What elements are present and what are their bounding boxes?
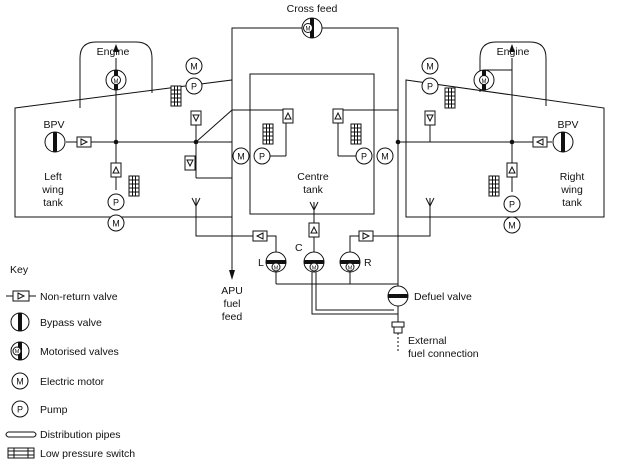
key-pump-icon <box>11 400 29 418</box>
svg-text:M: M <box>114 79 119 85</box>
right-wing-tank <box>405 41 605 218</box>
apu-label-2: fuel <box>224 298 241 310</box>
right-tank-label-1: Right <box>560 171 585 183</box>
centre-left-pump-icon <box>253 147 271 165</box>
centre-tank-pipes <box>232 109 398 142</box>
defuel-valve-label: Defuel valve <box>414 291 472 303</box>
cross-feed-valve-icon: M <box>301 17 323 39</box>
left-bpv-non-return-valve-icon <box>76 136 92 148</box>
key-item-7: Low pressure switch <box>40 448 135 460</box>
svg-text:M: M <box>274 265 279 271</box>
external-connection-icon <box>391 321 405 352</box>
right-upper-nrv-icon <box>424 110 436 126</box>
key-nrv-icon <box>6 290 36 302</box>
external-label-2: fuel connection <box>408 348 479 360</box>
centre-right-pump-icon <box>355 147 373 165</box>
bottom-left-nrv-icon <box>252 230 268 242</box>
right-engine-motorised-valve-icon: M <box>473 69 495 91</box>
key-item-5: Pump <box>40 404 68 416</box>
cross-feed-pipe <box>195 27 399 143</box>
centre-right-lps-icon <box>350 123 362 145</box>
valve-R-label: R <box>364 257 372 269</box>
left-tank-label-3: tank <box>43 197 64 209</box>
apu-feed-pipe <box>229 178 235 280</box>
key-legend: Key Non-return valve Bypass valve M Moto… <box>5 264 135 460</box>
svg-text:M: M <box>348 265 353 271</box>
right-upper-lps-icon <box>444 87 456 109</box>
centre-left-nrv-icon <box>282 108 294 124</box>
centre-left-motor-icon <box>232 147 250 165</box>
left-tank-label-2: wing <box>41 184 64 196</box>
right-bypass-valve-icon <box>552 131 574 153</box>
right-upper-motor-icon <box>421 57 439 75</box>
right-lower-motor-icon <box>503 216 521 234</box>
left-upper-motor-icon <box>185 57 203 75</box>
svg-text:M: M <box>306 27 311 33</box>
key-distribution-pipes-icon <box>5 431 37 438</box>
centre-right-motor-icon <box>376 147 394 165</box>
left-lower-lps-icon <box>128 175 140 197</box>
left-tank-label-1: Left <box>44 171 62 183</box>
valve-R-icon: M <box>339 251 361 273</box>
valve-L-label: L <box>258 257 264 269</box>
right-tank-label-2: wing <box>560 184 583 196</box>
left-bypass-valve-icon <box>44 131 66 153</box>
left-lower-nrv-icon <box>110 162 122 178</box>
bottom-right-nrv-icon <box>358 230 374 242</box>
inlet-left <box>191 197 201 208</box>
right-lower-lps-icon <box>488 175 500 197</box>
external-label-1: External <box>408 335 447 347</box>
inlet-right <box>425 197 435 208</box>
key-title: Key <box>10 264 29 276</box>
valve-C-icon: M <box>303 251 325 273</box>
left-upper-pump-icon <box>185 77 203 95</box>
left-lower-pump-icon <box>107 193 125 211</box>
apu-label-3: feed <box>222 311 243 323</box>
bpv-right-label: BPV <box>557 119 578 131</box>
left-upper-nrv-icon <box>190 110 202 126</box>
right-bpv-non-return-valve-icon <box>532 136 548 148</box>
key-motor-icon <box>11 372 29 390</box>
defuel-valve-icon <box>387 285 409 307</box>
valve-C-label: C <box>295 242 303 254</box>
centre-tank-label-1: Centre <box>297 171 329 183</box>
key-motorised-valve-icon: M <box>10 341 30 361</box>
centre-tank-label-2: tank <box>303 184 324 196</box>
centre-tank <box>249 73 375 215</box>
bpv-left-label: BPV <box>43 119 64 131</box>
key-item-4: Electric motor <box>40 376 105 388</box>
svg-text:M: M <box>482 79 487 85</box>
left-engine-feed <box>66 44 232 190</box>
apu-label-1: APU <box>221 285 243 297</box>
left-apu-nrv-icon <box>184 155 196 171</box>
valve-L-icon: M <box>265 251 287 273</box>
right-upper-pump-icon <box>421 77 439 95</box>
bottom-centre-nrv-icon <box>308 222 320 238</box>
svg-text:M: M <box>15 349 20 355</box>
key-item-6: Distribution pipes <box>40 429 121 441</box>
key-item-1: Non-return valve <box>40 291 118 303</box>
centre-left-lps-icon <box>262 123 274 145</box>
key-bypass-valve-icon <box>10 312 30 332</box>
key-item-2: Bypass valve <box>40 317 102 329</box>
left-upper-lps-icon <box>170 85 182 107</box>
engine-left-label: Engine <box>97 46 130 58</box>
left-engine-motorised-valve-icon: M <box>105 69 127 91</box>
right-tank-label-3: tank <box>562 197 583 209</box>
right-lower-pump-icon <box>503 195 521 213</box>
left-lower-motor-icon <box>107 214 125 232</box>
right-lower-nrv-icon <box>506 162 518 178</box>
svg-text:M: M <box>312 265 317 271</box>
right-engine-feed <box>395 44 552 192</box>
centre-right-nrv-icon <box>332 108 344 124</box>
engine-right-label: Engine <box>497 46 530 58</box>
cross-feed-label: Cross feed <box>287 3 338 15</box>
key-item-3: Motorised valves <box>40 346 119 358</box>
key-lps-icon <box>7 447 35 459</box>
inlet-centre <box>309 201 319 212</box>
